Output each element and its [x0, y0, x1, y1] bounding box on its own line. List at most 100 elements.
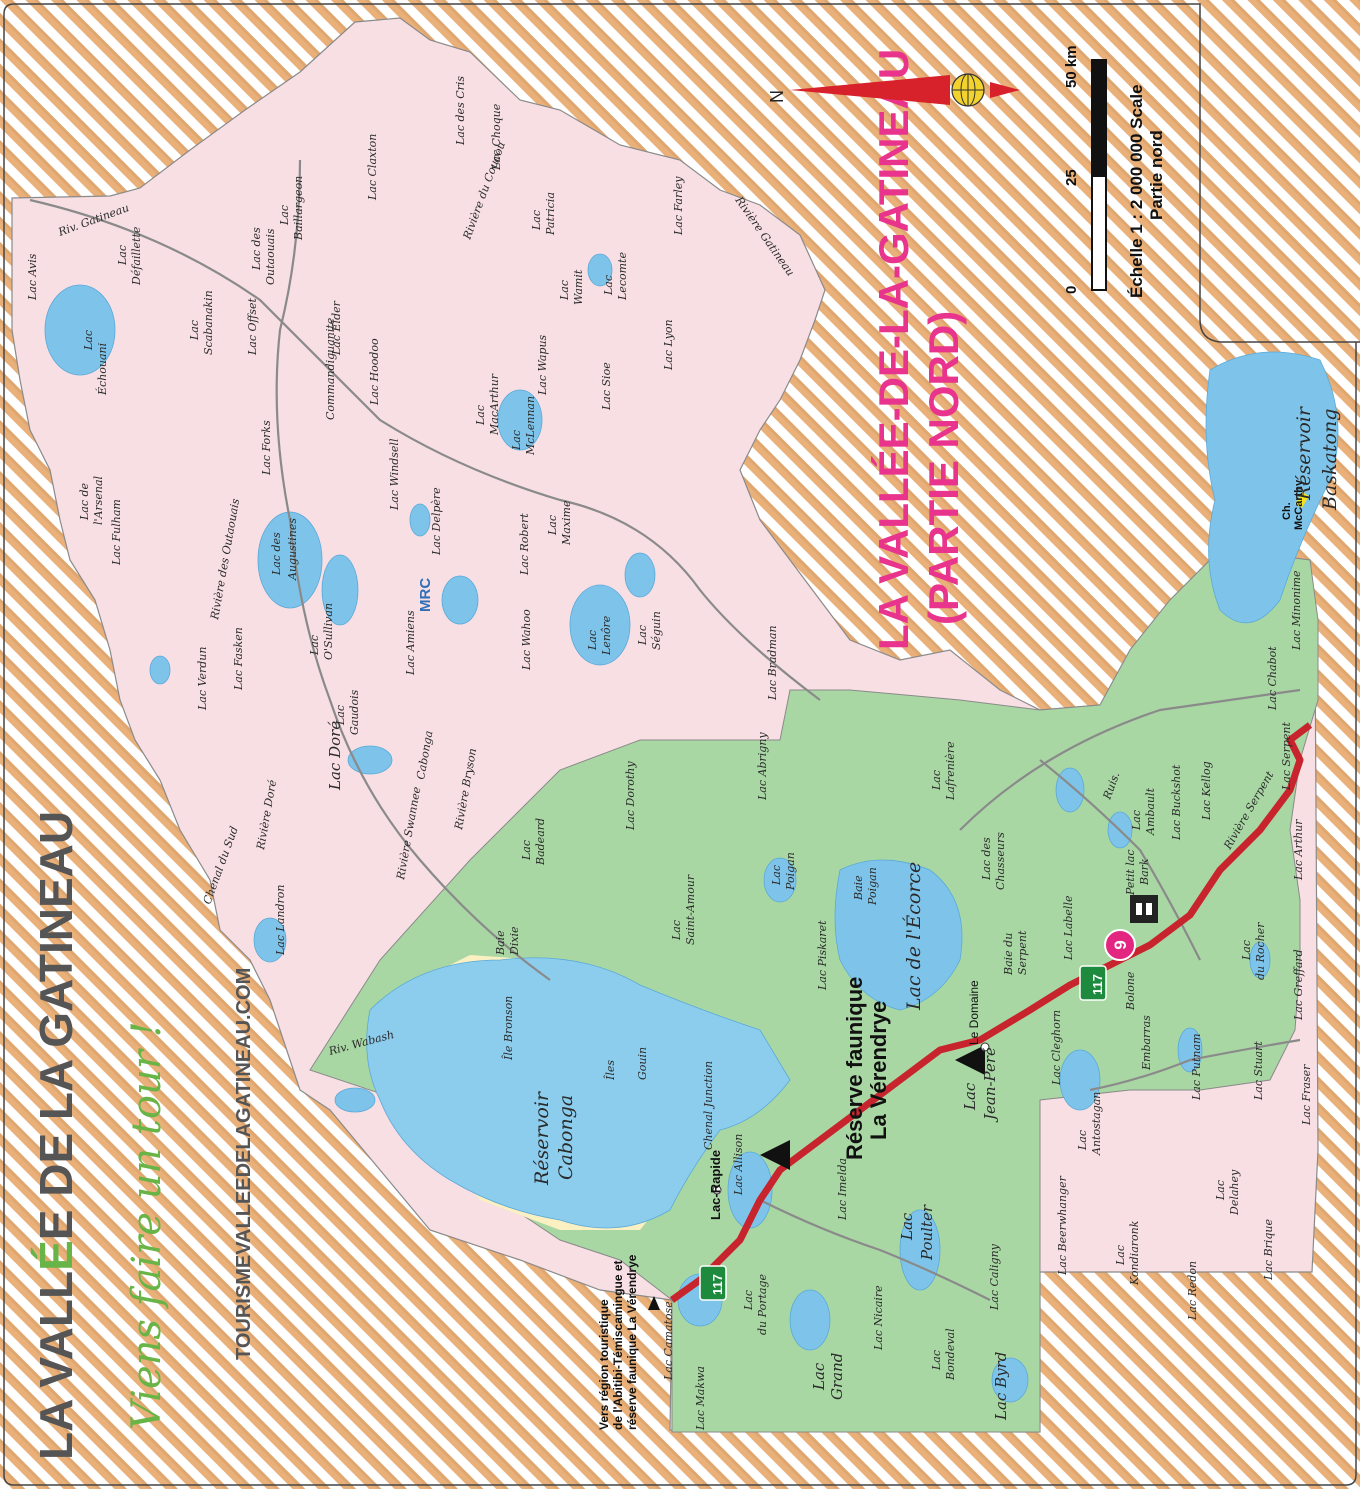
north-arrow-tail [990, 82, 1020, 98]
label-lac-putnam: Lac Putnam [1190, 1034, 1203, 1102]
scale-bar-second-half [1092, 60, 1106, 176]
route-shield-body-2 [1079, 965, 1107, 1001]
arrow-icon [648, 1296, 660, 1310]
label-lac-makwa: Lac Makwa [694, 1366, 707, 1431]
label-lac-greffard: Lac Greffard [1292, 949, 1305, 1021]
scale-caption: Échelle 1 : 2 000 000 Scale [1127, 84, 1146, 298]
label-lac-grand-1: Lac [810, 1362, 828, 1391]
label-iles-gouin-2: Gouin [636, 1047, 649, 1080]
label-lac-dore: Lac Doré [326, 721, 344, 791]
scale-tick-0: 0 [1063, 286, 1080, 294]
label-lac-avis: Lac Avis [26, 253, 39, 301]
label-lac-delpere: Lac Delpère [430, 487, 443, 556]
label-ile-bronson: Île Bronson [501, 996, 515, 1061]
locality-dot [712, 1185, 722, 1195]
brand-website[interactable]: TOURISMEVALLEEDELAGATINEAU.COM [233, 968, 255, 1360]
route-shield-number: 117 [710, 1274, 725, 1295]
label-lac-chabot: Lac Chabot [1266, 646, 1279, 711]
label-lac-fulham: Lac Fulham [110, 499, 123, 566]
lodge-icon[interactable] [1130, 895, 1158, 923]
label-lac-ambault-1: Lac [1130, 810, 1143, 831]
label-lac-des-outaouais-2: Outaouais [264, 228, 277, 285]
label-lac-nicaire: Lac Nicaire [872, 1285, 885, 1351]
label-lac-des-chasseurs-1: Lac des [980, 837, 993, 881]
label-lac-fasken: Lac Fasken [232, 627, 245, 691]
label-lac-offset: Lac Offset [246, 298, 259, 356]
label-lac-mclennan-2: McLennan [524, 396, 537, 456]
label-lac-badeard-1: Lac [520, 840, 533, 861]
label-lac-gaudois-2: Gaudois [348, 689, 361, 735]
label-petit-lac-bark-2: Bark [1138, 858, 1151, 886]
label-baie-du-serpent-2: Serpent [1016, 930, 1029, 975]
label-lac-baillargeon-2: Baillargeon [292, 176, 305, 241]
poi-9-marker[interactable] [1104, 929, 1136, 961]
campsite-icon[interactable] [760, 1140, 790, 1170]
label-lac-piskaret: Lac Piskaret [816, 920, 829, 991]
label-lac-verdun: Lac Verdun [196, 647, 209, 711]
label-lac-echouani-1: Lac [82, 330, 95, 351]
label-lac-lafreniere-2: Lafrenière [944, 741, 957, 801]
label-lac-des-chasseurs-2: Chasseurs [994, 832, 1007, 890]
label-lac-defaillette-2: Défaillette [130, 226, 143, 286]
label-reservoir-cabonga-1: Réservoir [531, 1090, 553, 1186]
label-lac-beerwhanger: Lac Beerwhanger [1056, 1175, 1069, 1276]
label-baie-du-serpent-1: Baie du [1002, 933, 1015, 976]
route-shield-117-south: 117 [699, 1265, 727, 1301]
label-lac-poigan-1: Lac [770, 865, 783, 886]
label-iles-gouin-1: Îles [603, 1060, 617, 1081]
label-lac-lenore-2: Lenôre [600, 615, 613, 656]
label-lac-jean-pere-1: Lac [961, 1082, 979, 1111]
label-lac-lenore-1: Lac [586, 630, 599, 651]
label-lac-de-l-arsenal-2: l'Arsenal [92, 475, 105, 525]
label-lac-camatose: Lac Camatose [662, 1301, 675, 1381]
label-lac-choque: Lac Choque [490, 103, 503, 171]
label-lac-du-rocher-2: du Rocher [1254, 922, 1267, 980]
label-lac-lecomte-2: Lecomte [616, 252, 629, 301]
label-lac-augustines-2: Augustines [286, 518, 299, 581]
label-lac-du-rocher-1: Lac [1240, 940, 1253, 961]
label-lac-echouani-2: Échouani [95, 343, 109, 396]
route-shield-117-north: 117 [1079, 965, 1107, 1001]
label-lac-stuart: Lac Stuart [1252, 1041, 1265, 1101]
route-117 [669, 722, 1313, 1303]
mccarthy-marker [1295, 491, 1309, 509]
north-arrow-needle [790, 75, 950, 105]
label-lac-farley: Lac Farley [672, 176, 685, 236]
label-lac-osullivan-1: Lac [308, 635, 321, 656]
label-lac-patricia-1: Lac [530, 210, 543, 231]
label-lac-mclennan-1: Lac [510, 430, 523, 451]
north-arrow: N [766, 73, 1020, 107]
route-shield-number-2: 117 [1090, 974, 1105, 995]
brand-block: LA VALLÉE DE LA GATINEAU Viens faire un … [30, 811, 255, 1460]
label-lac-maxime-1: Lac [546, 515, 559, 536]
campsite-icon[interactable] [955, 1045, 985, 1075]
label-lac-saint-amour-2: Saint-Amour [684, 874, 697, 945]
label-lac-de-l-arsenal-1: Lac de [78, 482, 91, 521]
label-lac-du-portage-2: du Portage [756, 1274, 769, 1335]
label-lac-lafreniere-1: Lac [930, 770, 943, 791]
label-lac-amiens: Lac Amiens [404, 610, 417, 676]
label-lac-scabanakin-2: Scabanakin [202, 290, 215, 355]
label-baie-dixie-1: Baie [494, 930, 507, 956]
label-lac-poigan-2: Poigan [784, 852, 797, 891]
label-lac-commandiguanite: Commandiguanite [324, 317, 337, 420]
north-letter: N [766, 90, 786, 103]
label-lac-arthur: Lac Arthur [1292, 819, 1305, 881]
label-lac-brique: Lac Brique [1262, 1218, 1275, 1281]
poi-9[interactable]: 9 [1104, 929, 1136, 961]
map-title-line2: (PARTIE NORD) [920, 311, 967, 625]
label-lac-wamit-2: Wamit [572, 269, 585, 305]
label-lac-poulter-2: Poulter [918, 1204, 936, 1261]
label-lac-bolone: Bolone [1124, 971, 1137, 1011]
label-lac-minonime: Lac Minonime [1290, 570, 1303, 651]
label-lac-augustines-1: Lac des [270, 532, 283, 576]
label-baie-poigan-1: Baie [852, 875, 865, 901]
place-lac-rapide: Lac-Rapide [708, 1150, 723, 1220]
label-reservoir-baskatong-1: Réservoir [1293, 405, 1315, 501]
label-lac-buckshot: Lac Buckshot [1170, 764, 1183, 841]
external-note: Vers région touristique de l'Abitibi-Tém… [597, 1254, 660, 1430]
label-lac-fraser: Lac Fraser [1300, 1064, 1313, 1126]
label-lac-gaudois-1: Lac [334, 705, 347, 726]
label-lac-lecomte-1: Lac [602, 275, 615, 296]
